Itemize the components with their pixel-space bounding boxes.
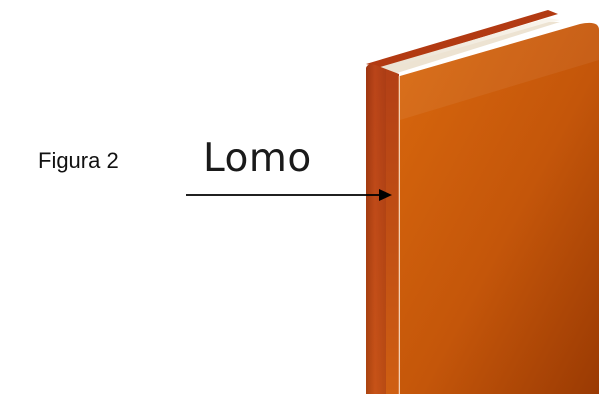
spine-label: Lomo <box>203 136 312 181</box>
figure-caption: Figura 2 <box>38 148 119 173</box>
book-cover <box>400 22 599 394</box>
arrow-right-icon <box>186 189 392 201</box>
book-top-edge <box>366 10 558 68</box>
